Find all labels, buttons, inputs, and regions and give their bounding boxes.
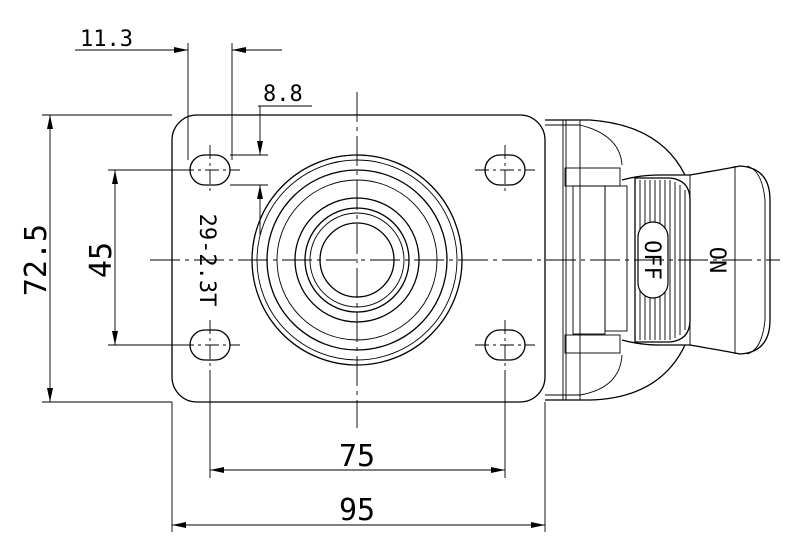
mounting-slots bbox=[189, 154, 526, 361]
centerlines bbox=[150, 92, 780, 428]
dimension-plate-width: 95 bbox=[171, 402, 546, 532]
slot-centerlines bbox=[180, 145, 535, 370]
dimension-hole-spacing-x: 75 bbox=[209, 370, 506, 478]
dimension-label: 95 bbox=[339, 493, 375, 528]
dimension-label: 45 bbox=[84, 242, 119, 278]
dimension-label: 72.5 bbox=[19, 224, 54, 296]
mounting-plate bbox=[171, 114, 546, 403]
dimension-slot-offset: 8.8 bbox=[230, 82, 312, 235]
dimension-slot-length: 11.3 bbox=[75, 27, 282, 160]
dimension-label: 8.8 bbox=[263, 82, 303, 107]
part-code: 29-2.3T bbox=[194, 214, 219, 307]
dimension-hole-spacing-y: 45 bbox=[84, 169, 190, 346]
dimension-plate-height: 72.5 bbox=[19, 114, 172, 403]
dimension-label: 11.3 bbox=[80, 27, 133, 52]
dimension-label: 75 bbox=[339, 439, 375, 474]
